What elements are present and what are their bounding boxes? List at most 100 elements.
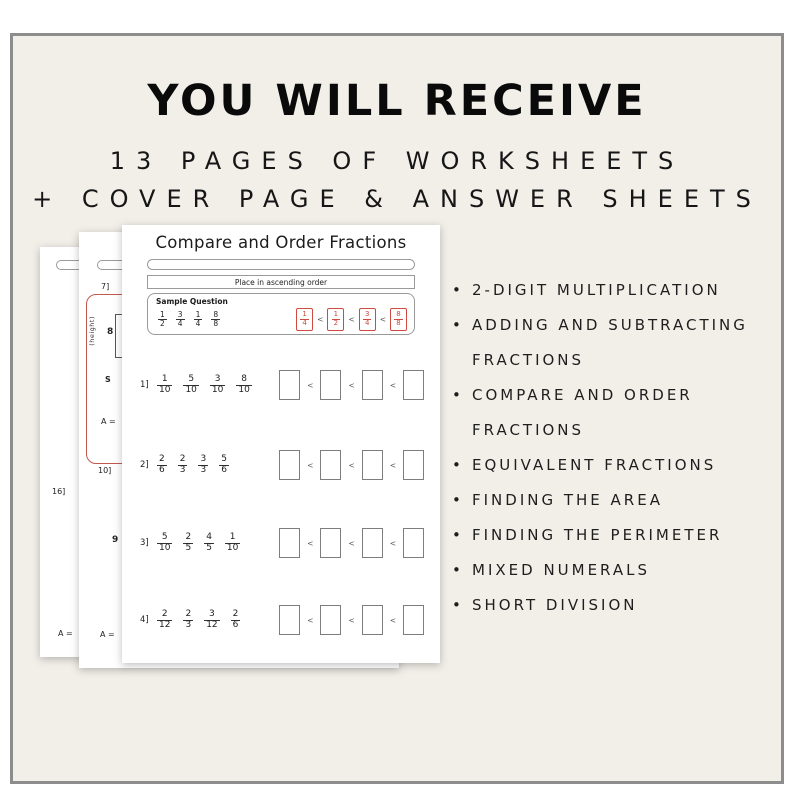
page-title: YOU WILL RECEIVE — [147, 76, 647, 126]
question-number: 16] — [52, 487, 66, 496]
less-than-sign: < — [307, 380, 314, 390]
question-number: 7] — [101, 282, 110, 291]
less-than-sign: < — [307, 538, 314, 548]
feature-label: 2-DIGIT MULTIPLICATION — [472, 281, 721, 299]
bullet-icon: • — [452, 386, 464, 404]
feature-item: • SHORT DIVISION — [452, 588, 754, 623]
answer-box — [320, 528, 342, 558]
less-than-sign: < — [389, 615, 396, 625]
question-number: 4] — [140, 615, 149, 625]
answer-box — [279, 528, 301, 558]
less-than-sign: < — [348, 315, 355, 324]
feature-label: SHORT DIVISION — [472, 596, 638, 614]
answer-box — [320, 370, 342, 400]
less-than-sign: < — [307, 615, 314, 625]
answer-box — [403, 450, 424, 480]
area-equals-label: A = — [101, 417, 116, 426]
worksheet-page-front: Compare and Order Fractions Place in asc… — [122, 225, 440, 663]
subtitle-line-2: + COVER PAGE & ANSWER SHEETS — [32, 185, 762, 213]
less-than-sign: < — [389, 460, 396, 470]
bullet-icon: • — [452, 491, 464, 509]
feature-item: • EQUIVALENT FRACTIONS — [452, 448, 754, 483]
answer-boxes: < < < — [279, 450, 424, 480]
bullet-icon: • — [452, 316, 464, 334]
less-than-sign: < — [348, 538, 355, 548]
less-than-sign: < — [317, 315, 324, 324]
answer-box — [361, 450, 383, 480]
question-number: 3] — [140, 538, 149, 548]
question-number: 10] — [98, 466, 112, 475]
less-than-sign: < — [348, 460, 355, 470]
dimension-number: 8 — [107, 327, 114, 337]
answer-box — [320, 605, 342, 635]
feature-item: • 2-DIGIT MULTIPLICATION — [452, 273, 754, 308]
question-number: 1] — [140, 380, 149, 390]
less-than-sign: < — [307, 460, 314, 470]
less-than-sign: < — [348, 615, 355, 625]
feature-item: • MIXED NUMERALS — [452, 553, 754, 588]
feature-label: FINDING THE AREA — [472, 491, 663, 509]
answer-box — [279, 605, 301, 635]
bullet-icon: • — [452, 561, 464, 579]
area-equals-label: A = — [100, 630, 115, 639]
answer-box — [403, 528, 424, 558]
less-than-sign: < — [389, 380, 396, 390]
feature-label: EQUIVALENT FRACTIONS — [472, 456, 717, 474]
answer-boxes: < < < — [279, 605, 424, 635]
sample-question-label: Sample Question — [156, 297, 228, 306]
answer-boxes: < < < — [279, 528, 424, 558]
answer-box — [361, 370, 383, 400]
less-than-sign: < — [348, 380, 355, 390]
features-list: • 2-DIGIT MULTIPLICATION • ADDING AND SU… — [452, 273, 754, 623]
feature-item: • FINDING THE PERIMETER — [452, 518, 754, 553]
answer-box — [361, 605, 383, 635]
answer-box — [361, 528, 383, 558]
feature-item: • ADDING AND SUBTRACTING FRACTIONS — [452, 308, 754, 378]
question-number: 2] — [140, 460, 149, 470]
bullet-icon: • — [452, 281, 464, 299]
height-label: (height) — [88, 316, 96, 346]
answer-boxes: < < < — [279, 370, 424, 400]
sample-label-fragment: S — [105, 375, 111, 384]
bullet-icon: • — [452, 596, 464, 614]
feature-label: FINDING THE PERIMETER — [472, 526, 723, 544]
worksheet-title: Compare and Order Fractions — [155, 233, 407, 252]
bullet-icon: • — [452, 526, 464, 544]
